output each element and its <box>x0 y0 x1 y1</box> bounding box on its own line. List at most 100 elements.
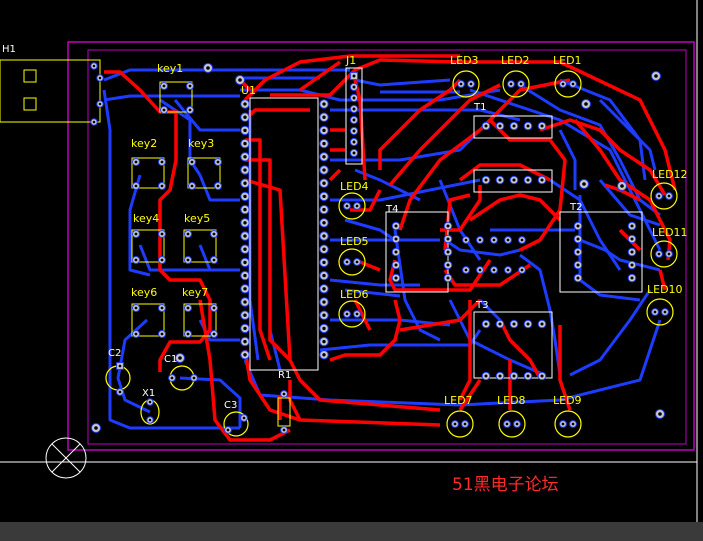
key5-pad-hole <box>186 258 190 262</box>
t3b-pin-hole <box>540 374 544 378</box>
t3-pin-hole <box>498 322 502 326</box>
u1-pin-right-hole <box>322 221 326 225</box>
key4-pad-hole <box>134 232 138 236</box>
t2-pin-hole <box>576 224 580 228</box>
label-j1: J1 <box>345 54 356 67</box>
led-pad-hole <box>561 422 565 426</box>
led-pad-hole <box>453 422 457 426</box>
c2-pad-hole <box>118 364 122 368</box>
j1-outline <box>345 67 363 165</box>
t1b-pin-hole <box>540 178 544 182</box>
led2-footprint <box>502 70 530 98</box>
led-pad-hole <box>657 194 661 198</box>
mid-pin-hole <box>492 238 496 242</box>
t2-pin-hole <box>576 263 580 267</box>
u1-pin-left-hole <box>243 207 247 212</box>
u1-pin-left-hole <box>243 300 247 304</box>
key3-pad-hole <box>216 160 220 164</box>
t3-pin-hole <box>540 322 544 326</box>
key2-pad-hole <box>160 160 164 164</box>
led-pad-hole <box>519 82 523 86</box>
t2-pin-hole <box>576 250 580 254</box>
key2-pad-hole <box>160 184 164 188</box>
j1-pin-hole <box>352 107 356 111</box>
led-pad-hole <box>561 82 565 86</box>
j1-pin-hole <box>352 129 356 133</box>
t1-pin-hole <box>512 124 516 128</box>
c1-pad-hole <box>192 376 196 380</box>
mid-pin-hole <box>492 268 496 272</box>
u1-pin-right-hole <box>322 155 326 159</box>
led4-footprint <box>338 192 366 220</box>
j1-pin-hole <box>352 140 356 144</box>
t1-pin-hole <box>484 124 488 128</box>
t1b-pin-hole <box>512 178 516 182</box>
t3b-pin-hole <box>484 374 488 378</box>
c3-pad-hole <box>226 428 230 432</box>
led5-footprint <box>338 248 366 276</box>
u1-pin-left-hole <box>243 102 247 106</box>
key7-pad-hole <box>212 306 216 310</box>
t3b-pin-hole <box>526 374 530 378</box>
u1-pin-right-hole <box>322 300 326 304</box>
led-pad-hole <box>667 252 671 256</box>
u1-pin-right-hole <box>322 313 326 317</box>
label-r1: R1 <box>278 370 291 381</box>
c3-pad-hole <box>242 416 246 420</box>
label-led3: LED3 <box>450 54 479 67</box>
label-t3: T3 <box>475 300 488 311</box>
j1-pin-hole <box>352 151 356 155</box>
led6-footprint <box>338 300 366 328</box>
u1-pin-left-hole <box>243 273 247 278</box>
via-hole <box>654 74 658 78</box>
t1b-outline <box>473 169 553 193</box>
t2-pin-hole <box>630 250 634 254</box>
key1-pad-hole <box>188 84 192 88</box>
via-hole <box>620 184 624 188</box>
label-led5: LED5 <box>340 235 369 248</box>
key3-pad-hole <box>190 184 194 188</box>
t3-pin-hole <box>526 322 530 326</box>
u1-pin-right-hole <box>322 353 326 357</box>
label-t4: T4 <box>385 204 398 215</box>
mid-pin-hole <box>464 238 468 242</box>
h1-pad-hole <box>98 76 102 80</box>
key3-pad-hole <box>190 160 194 164</box>
u1-pin-left-hole <box>243 234 247 238</box>
key5-outline <box>183 229 217 263</box>
u1-pin-right-hole <box>322 128 326 133</box>
t4-pin-hole <box>446 250 450 254</box>
u1-pin-left-hole <box>243 339 247 344</box>
key5-pad-hole <box>212 258 216 262</box>
label-c3: C3 <box>224 400 237 411</box>
led-pad-hole <box>355 312 359 316</box>
j1-pin-hole <box>352 118 356 122</box>
label-t1: T1 <box>473 102 486 113</box>
r1-pad-hole <box>282 428 286 432</box>
r1-outline <box>277 397 291 427</box>
via-hole <box>658 412 662 416</box>
led-pad-hole <box>355 204 359 208</box>
label-led8: LED8 <box>497 394 526 407</box>
led-pad-hole <box>653 310 657 314</box>
key6-outline <box>131 303 165 337</box>
led-pad-hole <box>463 422 467 426</box>
u1-pin-left-hole <box>243 353 247 357</box>
t2-pin-hole <box>630 237 634 241</box>
t2-pin-hole <box>630 263 634 267</box>
t4-pin-hole <box>394 224 398 228</box>
x1-pad-hole <box>148 400 152 404</box>
mid-pin-hole <box>520 268 524 272</box>
u1-pin-right-hole <box>322 273 326 278</box>
u1-pin-left-hole <box>243 128 247 133</box>
via-hole <box>206 66 210 70</box>
t4-pin-hole <box>394 250 398 254</box>
t2-pin-hole <box>630 224 634 228</box>
key7-pad-hole <box>186 332 190 336</box>
component-pads <box>90 62 673 434</box>
u1-pin-right-hole <box>322 339 326 344</box>
led7-footprint <box>446 410 474 438</box>
x1-pad-hole <box>148 418 152 422</box>
label-led10: LED10 <box>647 283 683 296</box>
